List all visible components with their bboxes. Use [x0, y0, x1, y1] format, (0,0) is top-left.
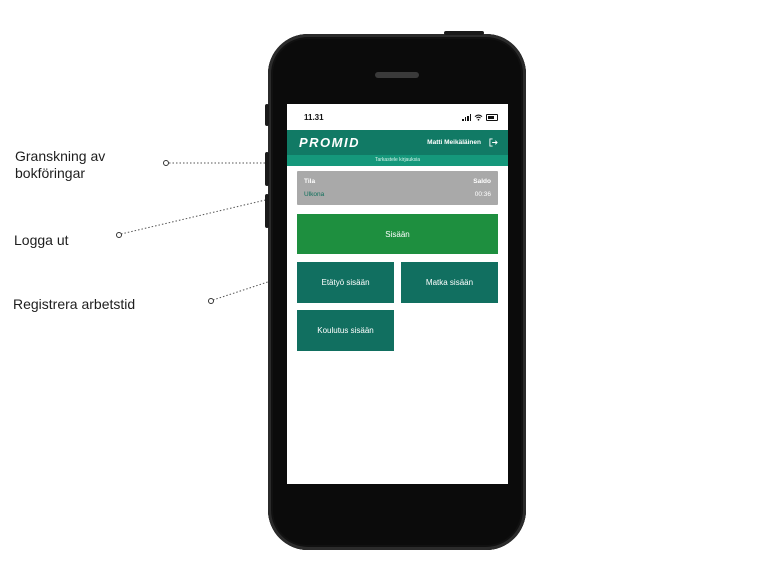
phone-side-button-mid [265, 152, 269, 186]
main-content: Tila Saldo Ulkona 00:36 Sisään Etätyö si… [287, 166, 508, 351]
status-bar: 11.31 [287, 104, 508, 130]
clock-in-options: Etätyö sisään Matka sisään Koulutus sisä… [297, 262, 498, 351]
battery-icon [486, 113, 498, 121]
phone-top-button [444, 31, 484, 35]
callout-register-time: Registrera arbetstid [13, 296, 136, 312]
balance-card: Tila Saldo Ulkona 00:36 [297, 171, 498, 205]
balance-value: 00:36 [474, 191, 491, 198]
balance-status: Ulkona [304, 191, 325, 198]
promid-logo: PROMID [299, 135, 360, 150]
phone-side-button-top [265, 104, 269, 126]
phone-screen: 11.31 PROMID Matti Meikäläinen [287, 104, 508, 484]
phone-side-button-low [265, 194, 269, 228]
training-clock-in-button[interactable]: Koulutus sisään [297, 310, 394, 351]
app-header: PROMID Matti Meikäläinen [287, 130, 508, 155]
callout-logout: Logga ut [14, 232, 69, 248]
wifi-icon [474, 114, 483, 121]
travel-clock-in-button[interactable]: Matka sisään [401, 262, 498, 303]
leader-dot-logout [116, 232, 122, 238]
callout-review-entries: Granskning av bokföringar [15, 148, 106, 181]
user-name: Matti Meikäläinen [427, 139, 481, 146]
user-area: Matti Meikäläinen [427, 138, 498, 147]
clock-in-button[interactable]: Sisään [297, 214, 498, 254]
balance-header-row: Tila Saldo [304, 178, 491, 185]
phone-frame: 11.31 PROMID Matti Meikäläinen [265, 31, 526, 550]
balance-status-label: Tila [304, 178, 316, 185]
balance-value-row: Ulkona 00:36 [304, 191, 491, 198]
leader-dot-review [163, 160, 169, 166]
leader-dot-register [208, 298, 214, 304]
view-entries-link[interactable]: Tarkastele kirjauksia [287, 155, 508, 166]
balance-value-label: Saldo [473, 178, 491, 185]
logout-icon[interactable] [489, 138, 498, 147]
remote-work-clock-in-button[interactable]: Etätyö sisään [297, 262, 394, 303]
status-time: 11.31 [304, 112, 324, 122]
status-icons [462, 113, 498, 121]
phone-speaker [375, 72, 419, 78]
signal-icon [462, 113, 471, 121]
